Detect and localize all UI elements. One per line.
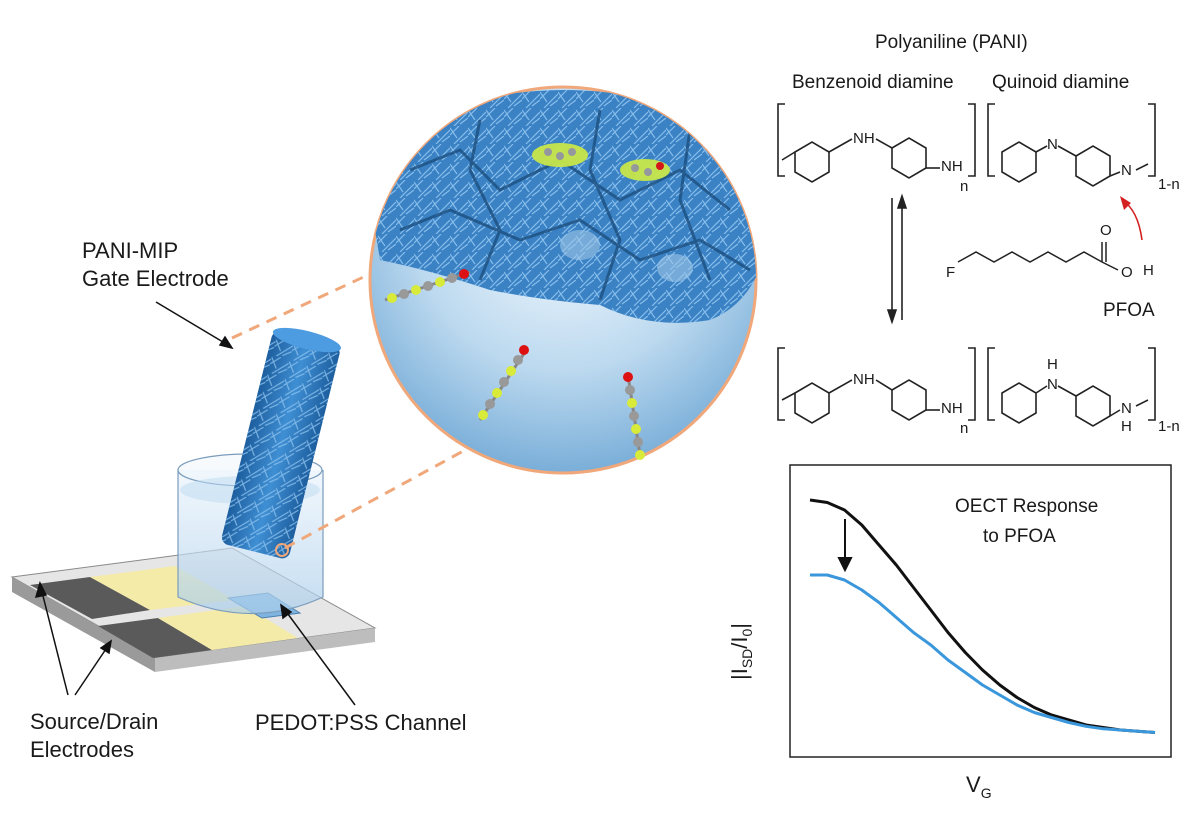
plot-lines <box>809 498 1156 734</box>
equilibrium-arrows <box>886 193 908 325</box>
h-bot-1: H <box>1047 356 1058 373</box>
n-top-2: N <box>1121 162 1132 179</box>
sd-label-line1: Source/Drain <box>30 709 159 734</box>
nh-top-1: NH <box>853 130 875 147</box>
pfoa-label: PFOA <box>1103 300 1155 321</box>
nh-bot-2: NH <box>941 400 963 417</box>
h-bot-2: H <box>1121 418 1132 435</box>
pfoa-skeleton <box>957 242 1119 271</box>
gate-label-line2: Gate Electrode <box>82 266 229 291</box>
sub-n-bot: n <box>960 420 969 437</box>
nh-bot-1: NH <box>853 371 875 388</box>
free-pfoa-molecules <box>384 269 645 460</box>
plot-frame <box>789 464 1172 758</box>
zoom-lines <box>231 266 479 550</box>
zoom-bubble <box>368 85 758 475</box>
plot-title-line1: OECT Response <box>955 496 1099 517</box>
o-atom: O <box>1121 264 1133 281</box>
plot-xlabel: VG <box>966 772 992 801</box>
h-atom: H <box>1143 262 1154 279</box>
pani-structure-top <box>777 103 1156 187</box>
pani-title: Polyaniline (PANI) <box>875 32 1028 53</box>
pani-structure-bottom <box>777 347 1156 427</box>
sub-1n-bot: 1-n <box>1158 418 1180 435</box>
quinoid-label: Quinoid diamine <box>992 72 1130 93</box>
plot-arrow <box>837 519 853 573</box>
plot-title-line2: to PFOA <box>983 526 1056 547</box>
sub-1n-top: 1-n <box>1158 176 1180 193</box>
benzenoid-label: Benzenoid diamine <box>792 72 954 93</box>
nh-top-2: NH <box>941 158 963 175</box>
n-bot-2: N <box>1121 400 1132 417</box>
imprinted-pfoa <box>532 143 670 181</box>
label-pointers <box>34 301 356 706</box>
gate-electrode <box>221 327 341 559</box>
gate-label-line1: PANI-MIP <box>82 238 179 263</box>
plot-ylabel: |ISD/I0| <box>727 622 755 680</box>
red-arrowhead <box>1120 196 1131 210</box>
zoom-origin <box>275 543 289 557</box>
sd-label-line2: Electrodes <box>30 737 134 762</box>
n-bot-1: N <box>1047 376 1058 393</box>
channel-label: PEDOT:PSS Channel <box>255 710 467 735</box>
o-atom-2: O <box>1100 222 1112 239</box>
series-line-1 <box>810 573 1156 734</box>
sub-n-top: n <box>960 178 969 195</box>
n-top-1: N <box>1047 136 1058 153</box>
f-atom: F <box>946 264 956 281</box>
